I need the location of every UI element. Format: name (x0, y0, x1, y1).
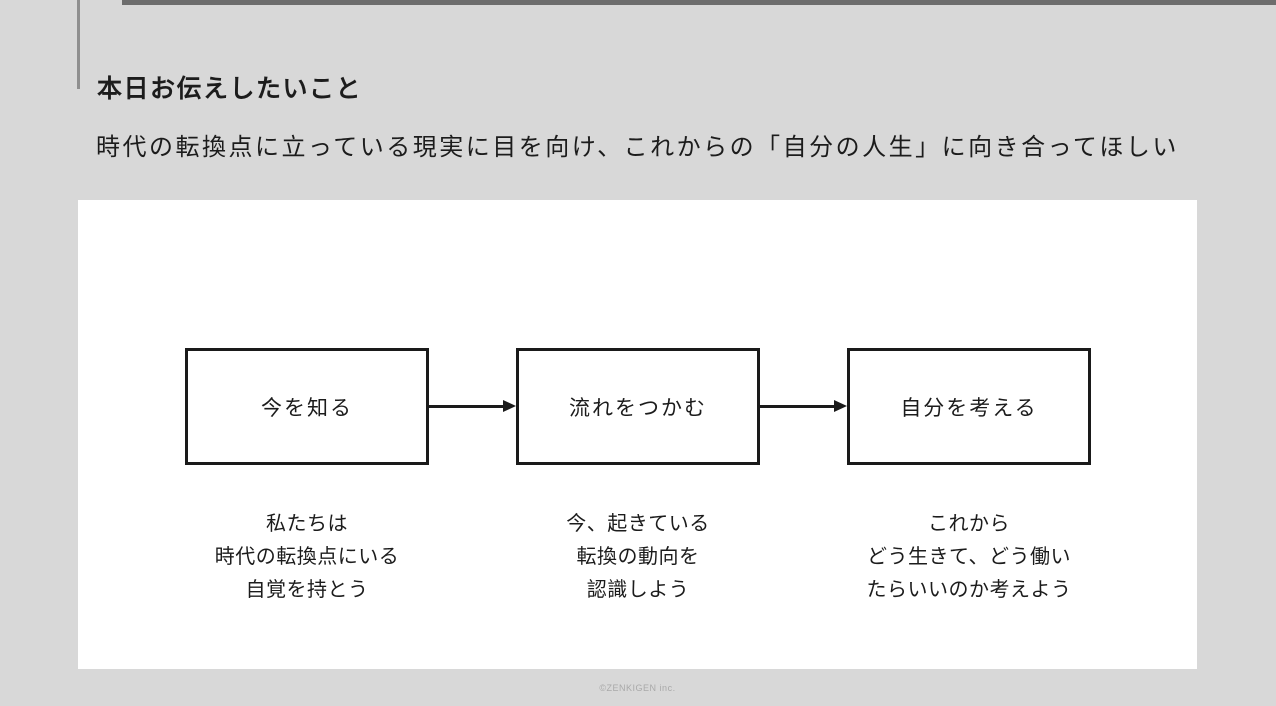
slide-title: 本日お伝えしたいこと (97, 74, 363, 103)
desc-line: 転換の動向を (576, 546, 700, 568)
top-edge-bar (122, 0, 1276, 5)
step-box-think-about-yourself: 自分を考える (847, 348, 1091, 465)
slide-subtitle: 時代の転換点に立っている現実に目を向け、これからの「自分の人生」に向き合ってほし… (96, 134, 1179, 161)
desc-line: 時代の転換点にいる (214, 546, 400, 568)
content-card: 今を知る 流れをつかむ 自分を考える 私たちは 時代の転換点にいる 自覚を持とう… (78, 200, 1197, 669)
arrow-shaft (429, 405, 505, 408)
step-box-know-the-present: 今を知る (185, 348, 429, 465)
copyright-footer: ©ZENKIGEN inc. (599, 683, 676, 693)
flow-arrow-2 (760, 400, 847, 413)
desc-line: 私たちは (266, 513, 348, 535)
step-description-3: これから どう生きて、どう働い たらいいのか考えよう (827, 508, 1111, 607)
desc-line: たらいいのか考えよう (866, 579, 1072, 601)
desc-line: 自覚を持とう (245, 579, 369, 601)
step-description-1: 私たちは 時代の転換点にいる 自覚を持とう (165, 508, 449, 607)
step-description-2: 今、起きている 転換の動向を 認識しよう (496, 508, 780, 607)
desc-line: これから (928, 513, 1010, 535)
step-box-label: 自分を考える (900, 396, 1038, 420)
flow-arrow-1 (429, 400, 516, 413)
arrow-shaft (760, 405, 836, 408)
title-accent-line (77, 0, 80, 89)
step-box-label: 今を知る (261, 396, 353, 420)
desc-line: 今、起きている (566, 513, 710, 535)
step-box-grasp-the-flow: 流れをつかむ (516, 348, 760, 465)
arrow-head-icon (503, 400, 516, 412)
step-box-label: 流れをつかむ (569, 396, 707, 420)
desc-line: 認識しよう (586, 579, 690, 601)
desc-line: どう生きて、どう働い (867, 546, 1071, 568)
arrow-head-icon (834, 400, 847, 412)
